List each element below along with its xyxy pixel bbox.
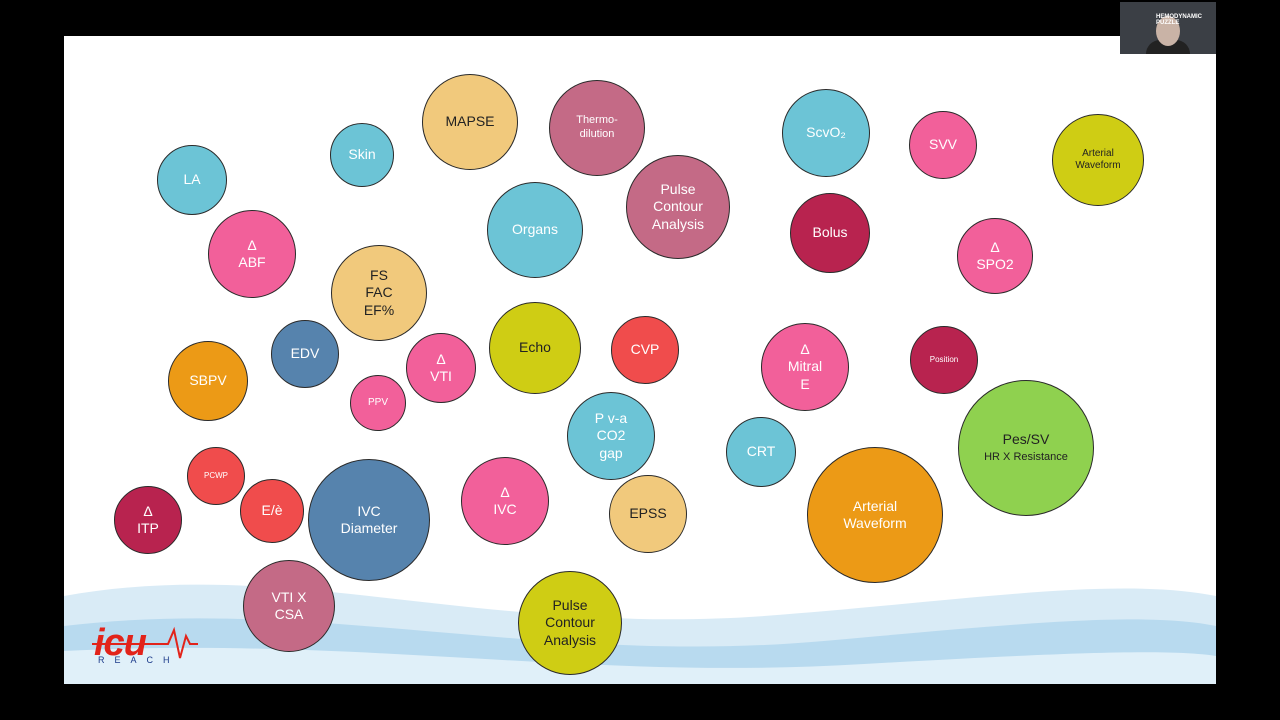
bubble-label: Δ ITP: [137, 502, 159, 537]
bubble-label: Arterial Waveform: [843, 497, 907, 532]
concept-bubble: EPSS: [609, 475, 687, 553]
concept-bubble: EDV: [271, 320, 339, 388]
concept-bubble: VTI X CSA: [243, 560, 335, 652]
concept-bubble: MAPSE: [422, 74, 518, 170]
bubble-label: E/è: [261, 502, 283, 519]
presenter-body: [1146, 40, 1190, 54]
concept-bubble: Δ IVC: [461, 457, 549, 545]
bubble-label: Pulse Contour Analysis: [543, 596, 597, 648]
bubble-label: Δ VTI: [430, 350, 452, 385]
bubble-label: SVV: [928, 136, 957, 153]
concept-bubble: E/è: [240, 479, 304, 543]
bubble-label: EDV: [290, 345, 320, 362]
concept-bubble: Skin: [330, 123, 394, 187]
icu-reach-logo: icu: [94, 622, 147, 665]
concept-bubble: FS FAC EF%: [331, 245, 427, 341]
concept-bubble: Echo: [489, 302, 581, 394]
concept-bubble: PCWP: [187, 447, 245, 505]
concept-bubble: P v-a CO2 gap: [567, 392, 655, 480]
bubble-label: MAPSE: [445, 113, 495, 130]
logo-main: icu: [94, 622, 147, 664]
logo-sub: REACH: [98, 655, 180, 665]
concept-bubble: Position: [910, 326, 978, 394]
concept-bubble: Δ ITP: [114, 486, 182, 554]
concept-bubble: IVC Diameter: [308, 459, 430, 581]
presentation-slide: LA Skin MAPSE Thermo- dilution ScvO₂ SVV Arter…: [64, 36, 1216, 684]
bubble-label: Arterial Waveform: [1075, 147, 1121, 172]
concept-bubble: SBPV: [168, 341, 248, 421]
bubble-label: Δ SPO2: [976, 238, 1014, 273]
concept-bubble: Bolus: [790, 193, 870, 273]
concept-bubble: Arterial Waveform: [807, 447, 943, 583]
concept-bubble: LA: [157, 145, 227, 215]
bubble-sublabel: HR X Resistance: [984, 450, 1068, 463]
bubble-label: Organs: [512, 221, 558, 238]
concept-bubble: Δ VTI: [406, 333, 476, 403]
bubble-label: PPV: [367, 396, 388, 408]
concept-bubble: Pulse Contour Analysis: [518, 571, 622, 675]
concept-bubble: Arterial Waveform: [1052, 114, 1144, 206]
bubble-label: CVP: [630, 341, 660, 358]
camera-title: HEMODYNAMIC PUZZLE: [1156, 14, 1202, 26]
bubble-label: Bolus: [812, 224, 848, 241]
bubble-label: Δ ABF: [238, 236, 266, 271]
bubble-label: IVC Diameter: [340, 502, 398, 537]
concept-bubble: Organs: [487, 182, 583, 278]
webcam-thumbnail: HEMODYNAMIC PUZZLE: [1120, 2, 1216, 54]
concept-bubble: Δ SPO2: [957, 218, 1033, 294]
concept-bubble: PPV: [350, 375, 406, 431]
bubble-label: LA: [183, 171, 201, 188]
concept-bubble: Pulse Contour Analysis: [626, 155, 730, 259]
bubble-label: Pes/SV: [1002, 431, 1050, 448]
bubble-label: Echo: [519, 339, 551, 356]
bubble-label: ScvO₂: [806, 124, 846, 141]
concept-bubble: Pes/SV HR X Resistance: [958, 380, 1094, 516]
bubble-label: EPSS: [629, 505, 667, 522]
bubble-label: VTI X CSA: [271, 588, 307, 623]
bubble-label: Position: [929, 355, 959, 364]
ecg-line-icon: [92, 626, 198, 659]
concept-bubble: CRT: [726, 417, 796, 487]
concept-bubble: Δ Mitral E: [761, 323, 849, 411]
bubble-label: Skin: [348, 146, 376, 163]
concept-bubble: Δ ABF: [208, 210, 296, 298]
bubble-label: SBPV: [189, 372, 227, 389]
bubble-label: Thermo- dilution: [576, 114, 618, 140]
bubble-label: PCWP: [204, 471, 228, 480]
bubble-label: Δ Mitral E: [787, 340, 823, 392]
concept-bubble: SVV: [909, 111, 977, 179]
concept-bubble: Thermo- dilution: [549, 80, 645, 176]
wave-background: [64, 584, 1216, 684]
bubble-label: FS FAC EF%: [363, 266, 395, 318]
concept-bubble: ScvO₂: [782, 89, 870, 177]
concept-bubble: CVP: [611, 316, 679, 384]
bubble-label: Δ IVC: [493, 483, 517, 518]
presenter-avatar: [1156, 16, 1180, 46]
bubble-label: Pulse Contour Analysis: [651, 180, 705, 232]
bubble-label: CRT: [746, 443, 776, 460]
bubble-label: P v-a CO2 gap: [594, 409, 628, 461]
